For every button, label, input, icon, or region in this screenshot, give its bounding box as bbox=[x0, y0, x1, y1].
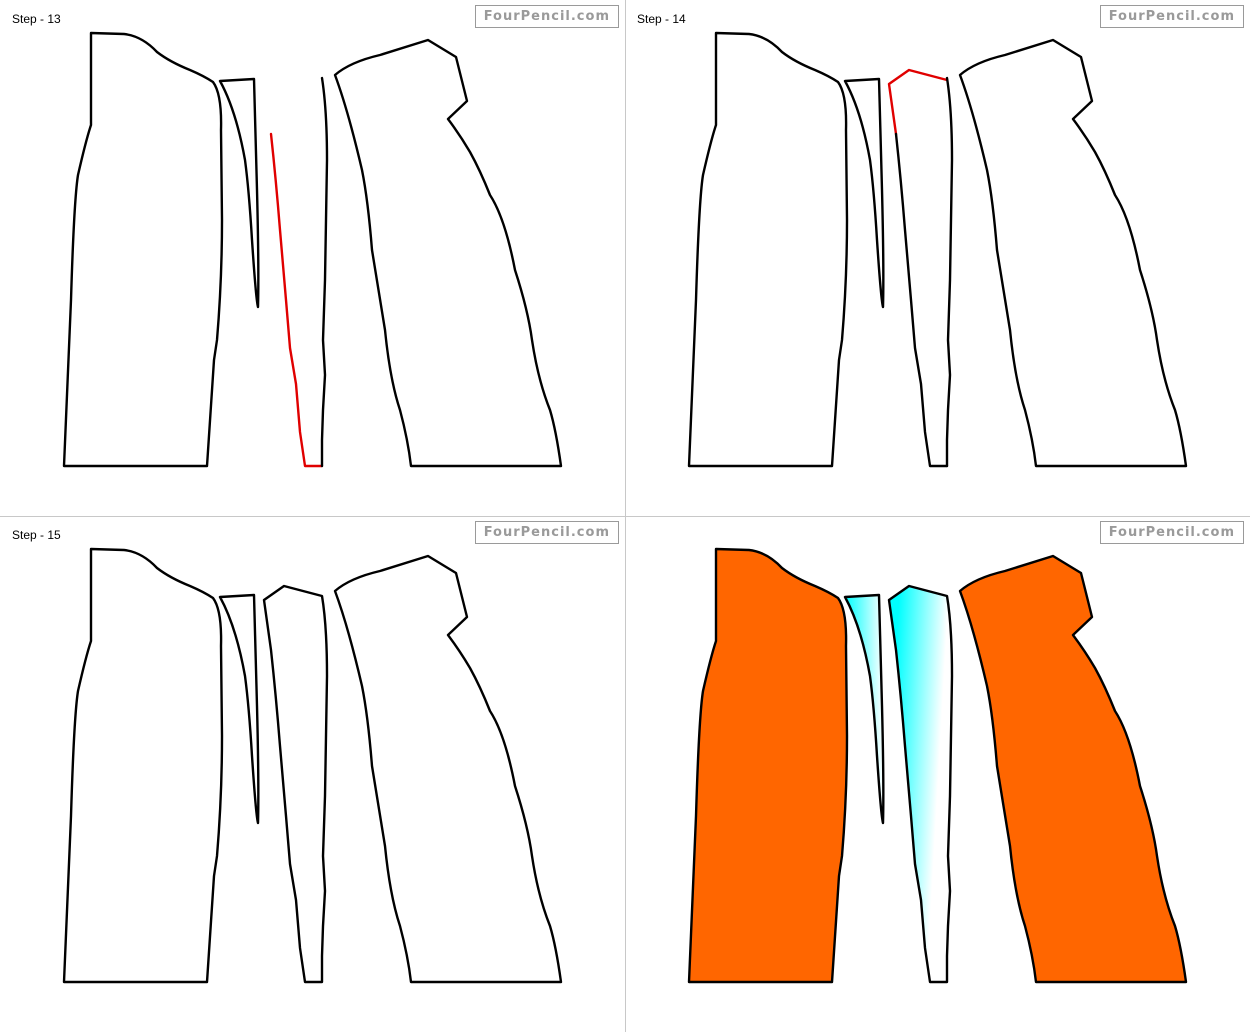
left-lapel bbox=[218, 593, 260, 825]
shirt-left-edge bbox=[894, 132, 949, 468]
horizontal-divider bbox=[0, 516, 1250, 517]
step-14-panel: Step - 14 FourPencil.com bbox=[625, 0, 1250, 516]
step-label: Step - 14 bbox=[637, 12, 686, 26]
right-jacket-panel bbox=[958, 554, 1188, 984]
step-15-panel: Step - 15 FourPencil.com bbox=[0, 516, 625, 1032]
right-jacket-panel bbox=[333, 38, 563, 468]
step-13-panel: Step - 13 FourPencil.com bbox=[0, 0, 625, 516]
left-jacket-panel bbox=[62, 31, 224, 468]
shirt-panel bbox=[262, 584, 329, 984]
right-jacket-panel bbox=[958, 38, 1188, 468]
fourpencil-logo: FourPencil.com bbox=[1099, 521, 1244, 544]
left-jacket-panel bbox=[62, 547, 224, 984]
left-jacket-panel bbox=[687, 31, 849, 468]
right-jacket-panel bbox=[333, 554, 563, 984]
shirt-left-edge-new-line bbox=[269, 132, 324, 468]
colored-drawing bbox=[687, 547, 1188, 984]
left-lapel bbox=[843, 593, 885, 825]
fourpencil-logo: FourPencil.com bbox=[474, 521, 619, 544]
left-lapel bbox=[218, 77, 260, 309]
step-15-drawing bbox=[62, 547, 563, 984]
left-lapel bbox=[843, 77, 885, 309]
shirt-right-edge bbox=[945, 76, 954, 468]
step-label: Step - 15 bbox=[12, 528, 61, 542]
fourpencil-logo: FourPencil.com bbox=[1099, 5, 1244, 28]
fourpencil-logo: FourPencil.com bbox=[474, 5, 619, 28]
step-label: Step - 13 bbox=[12, 12, 61, 26]
left-jacket-panel bbox=[687, 547, 849, 984]
shirt-panel bbox=[887, 584, 954, 984]
step-14-drawing bbox=[687, 31, 1188, 468]
shirt-right-edge bbox=[320, 76, 329, 468]
shirt-collar-new-line bbox=[887, 68, 949, 136]
colored-panel: FourPencil.com bbox=[625, 516, 1250, 1032]
step-13-drawing bbox=[62, 31, 563, 468]
